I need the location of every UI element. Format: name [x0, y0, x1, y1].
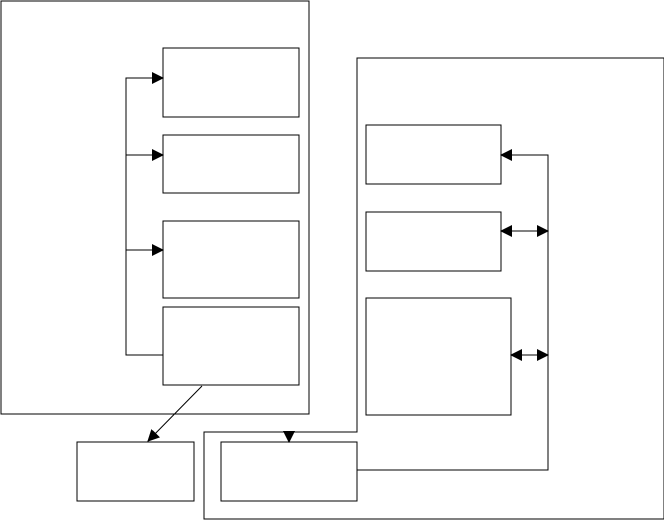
left-box-2: [162, 134, 300, 194]
bottom-left-box: [76, 441, 195, 502]
right-container: [203, 57, 664, 520]
right-box-2: [365, 211, 502, 272]
right-box-3: [365, 297, 512, 416]
left-box-3: [162, 220, 300, 299]
diagonal-arrow: [147, 385, 203, 442]
left-bracket-line: [125, 77, 163, 356]
right-box-1: [365, 124, 502, 185]
left-box-1: [162, 47, 300, 118]
right-connector-line: [357, 154, 549, 471]
left-container: [0, 0, 310, 415]
right-box-4: [220, 441, 358, 502]
left-box-4: [162, 306, 300, 386]
